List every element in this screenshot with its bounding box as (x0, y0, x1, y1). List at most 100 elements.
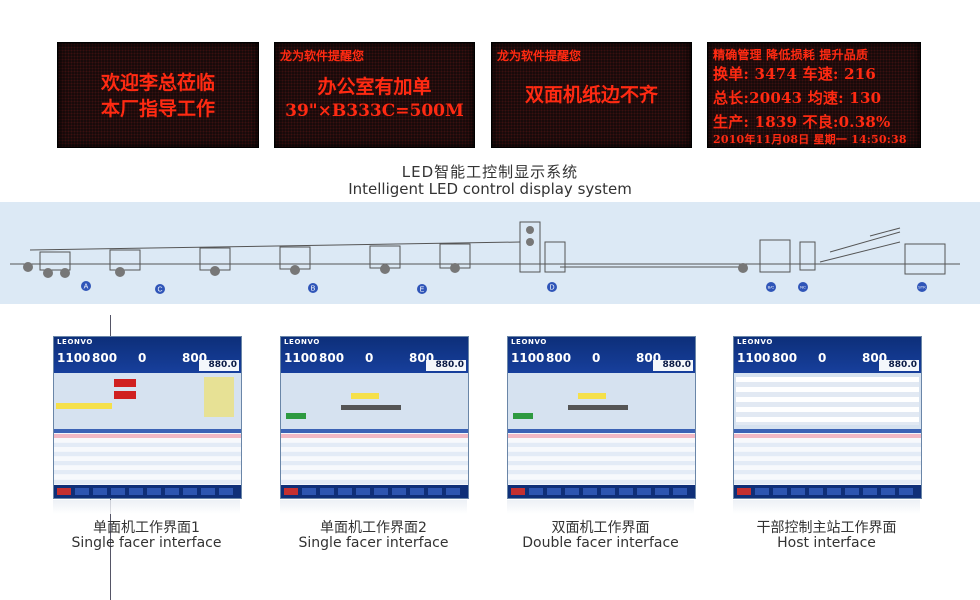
table-row (734, 447, 921, 452)
led-panel-order: 龙为软件提醒您 办公室有加单 39"×B333C=500M (274, 42, 475, 148)
toolbar-button[interactable] (284, 488, 298, 495)
brand-logo: LEONVO (511, 338, 547, 346)
toolbar-button[interactable] (392, 488, 406, 495)
screen-title-en: Double facer interface (522, 535, 679, 551)
corrugator-line-diagram: A C B E D B/C (0, 202, 980, 304)
table-row (734, 479, 921, 484)
toolbar-button[interactable] (219, 488, 233, 495)
table-row (734, 433, 921, 438)
toolbar-button[interactable] (773, 488, 787, 495)
screen-title-zh: 干部控制主站工作界面 (756, 520, 897, 536)
table-row (281, 456, 468, 461)
value-box: 880.0 (426, 360, 466, 371)
table-row (734, 429, 921, 433)
toolbar-button[interactable] (511, 488, 525, 495)
toolbar-button[interactable] (165, 488, 179, 495)
toolbar-button[interactable] (601, 488, 615, 495)
toolbar-button[interactable] (899, 488, 913, 495)
toolbar-button[interactable] (565, 488, 579, 495)
table-row (281, 475, 468, 479)
station-marker: A (81, 281, 91, 291)
toolbar-button[interactable] (827, 488, 841, 495)
table-row (508, 479, 695, 484)
table-row (508, 456, 695, 461)
table-row (54, 442, 241, 447)
table-row (734, 475, 921, 479)
table-row (508, 475, 695, 479)
station-label: B (311, 286, 316, 293)
toolbar-button[interactable] (845, 488, 859, 495)
toolbar-button[interactable] (529, 488, 543, 495)
toolbar-button[interactable] (737, 488, 751, 495)
value-width: 1100 (57, 351, 91, 365)
toolbar-button[interactable] (129, 488, 143, 495)
toolbar-button[interactable] (637, 488, 651, 495)
toolbar-button[interactable] (374, 488, 388, 495)
toolbar-button[interactable] (147, 488, 161, 495)
toolbar-button[interactable] (338, 488, 352, 495)
table-row (281, 433, 468, 438)
value-width: 1100 (284, 351, 318, 365)
table-row (508, 433, 695, 438)
station-label: STK (918, 285, 926, 290)
toolbar-button[interactable] (673, 488, 687, 495)
value-count: 0 (138, 351, 147, 365)
toolbar-button[interactable] (881, 488, 895, 495)
toolbar-button[interactable] (655, 488, 669, 495)
toolbar-button[interactable] (583, 488, 597, 495)
station-marker: D (547, 282, 557, 292)
table-row (734, 442, 921, 447)
table-row (508, 461, 695, 466)
value-length: 800 (546, 351, 572, 365)
screen-title-zh: 单面机工作界面2 (320, 520, 427, 536)
table-row (281, 479, 468, 484)
toolbar-button[interactable] (755, 488, 769, 495)
caption-zh: LED智能工控制显示系统 (401, 163, 579, 181)
toolbar-button[interactable] (410, 488, 424, 495)
screen-table (281, 429, 468, 485)
toolbar-button[interactable] (320, 488, 334, 495)
toolbar-button[interactable] (446, 488, 460, 495)
toolbar-button[interactable] (547, 488, 561, 495)
station-label: A (84, 284, 89, 291)
led-line: 本厂指导工作 (100, 98, 215, 120)
toolbar-button[interactable] (75, 488, 89, 495)
value-width: 1100 (737, 351, 771, 365)
value-count: 0 (592, 351, 601, 365)
table-row (734, 456, 921, 461)
toolbar-button[interactable] (201, 488, 215, 495)
reflection (733, 500, 920, 514)
screen-toolbar (54, 485, 241, 498)
toolbar-button[interactable] (356, 488, 370, 495)
toolbar-button[interactable] (863, 488, 877, 495)
toolbar-button[interactable] (93, 488, 107, 495)
led-header: 龙为软件提醒您 (497, 49, 582, 63)
screen-toolbar (734, 485, 921, 498)
toolbar-button[interactable] (809, 488, 823, 495)
toolbar-button[interactable] (57, 488, 71, 495)
table-row (54, 429, 241, 433)
value-box: 880.0 (879, 360, 919, 371)
value-length: 800 (319, 351, 345, 365)
toolbar-button[interactable] (791, 488, 805, 495)
toolbar-button[interactable] (183, 488, 197, 495)
screen-title-en: Host interface (777, 535, 876, 551)
toolbar-button[interactable] (302, 488, 316, 495)
table-row (54, 447, 241, 452)
toolbar-button[interactable] (428, 488, 442, 495)
led-line: 双面机纸边不齐 (524, 84, 658, 106)
value-box: 880.0 (653, 360, 693, 371)
value-length: 800 (92, 351, 118, 365)
machine-schematic: A C B E D B/C (10, 221, 960, 294)
table-row (54, 475, 241, 479)
screen-title-en: Single facer interface (298, 535, 449, 551)
toolbar-button[interactable] (619, 488, 633, 495)
toolbar-button[interactable] (111, 488, 125, 495)
